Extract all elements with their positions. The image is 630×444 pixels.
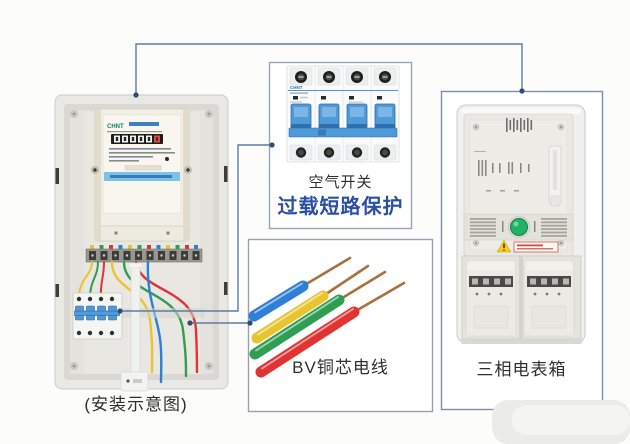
breaker-indicators — [293, 96, 382, 100]
corner-bosses — [70, 110, 213, 370]
installation-caption: (安装示意图) — [84, 395, 188, 414]
air-switch-photo: CHNT — [286, 65, 400, 163]
cable-duct — [120, 262, 149, 392]
air-switch-label: 空气开关 — [308, 174, 373, 191]
connector-breaker-to-air-switch — [120, 144, 272, 312]
three-phase-meter-box-photo — [456, 104, 586, 344]
internal-wires — [78, 260, 199, 384]
meter-terminal-cover — [99, 225, 185, 242]
side-slots — [55, 166, 228, 297]
terminal-strip — [85, 245, 203, 263]
connector-lines — [117, 43, 525, 326]
warning-label — [496, 239, 559, 253]
breaker-toggles — [288, 103, 398, 138]
bv-wire-label: BV铜芯电线 — [292, 358, 389, 377]
panel-marks — [486, 190, 519, 192]
breaker-top-terminals — [289, 67, 397, 86]
watermark-blob — [492, 400, 630, 444]
wire-yellow — [251, 290, 329, 344]
breaker-bottom-terminals — [289, 144, 397, 161]
bay-terminal-strips — [469, 276, 571, 287]
cover-screws — [472, 123, 565, 247]
meter-side-screws — [91, 166, 192, 174]
meter-seal-dot — [165, 157, 169, 161]
box-base — [461, 338, 582, 344]
energy-meter: CHNT — [91, 108, 192, 242]
meter-title-bar — [129, 122, 159, 126]
toggle-tie-bar — [288, 127, 398, 138]
overload-protection-label: 过载短路保护 — [277, 196, 404, 218]
bv-wires-photo — [248, 256, 406, 378]
wire-blue — [248, 280, 309, 322]
mid-slots — [478, 160, 530, 176]
wire-red — [255, 306, 360, 378]
connector-left-to-right-box — [135, 43, 523, 95]
meter-brand-text: CHNT — [107, 124, 124, 130]
left-meter-box-photo: CHNT — [54, 94, 229, 392]
meter-display — [111, 134, 163, 144]
meter-bays — [461, 255, 582, 341]
button-strip — [463, 213, 574, 241]
connector-dots — [117, 88, 525, 326]
green-button — [510, 218, 528, 236]
meter-nameplate-lines — [109, 148, 175, 162]
wire-green — [249, 294, 345, 360]
copper-tips — [301, 256, 406, 314]
breaker-brand-text: CHNT — [290, 85, 303, 90]
vent-slots — [506, 118, 533, 132]
inner-mini-breaker — [72, 292, 123, 340]
three-phase-box-label: 三相电表箱 — [476, 360, 567, 379]
door-handle — [548, 145, 562, 207]
